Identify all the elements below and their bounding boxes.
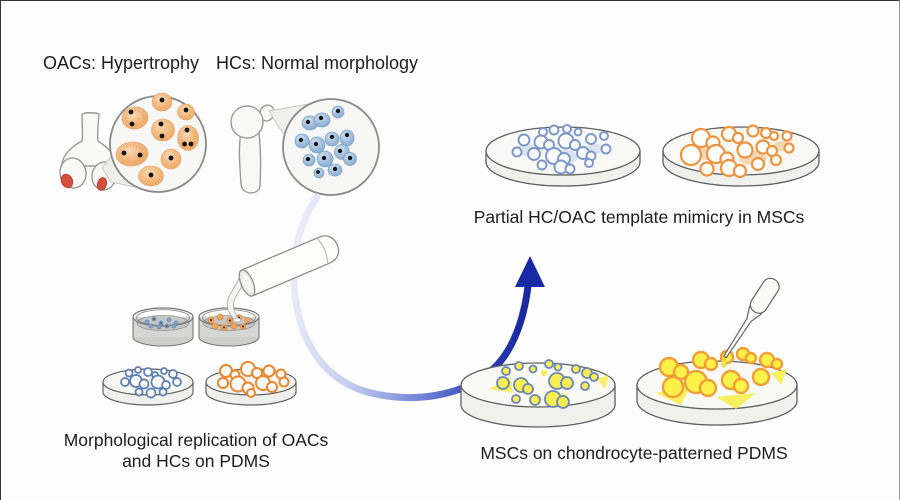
cell-nuclei	[298, 108, 353, 174]
oa-joint-icon	[59, 112, 117, 191]
cartilage-lesion-icon	[60, 173, 108, 191]
pouring-tube-icon	[238, 235, 340, 297]
cell-nuclei	[121, 97, 194, 178]
pdms-dish-oac-icon	[205, 361, 297, 406]
msc-induced-dish-icon	[636, 346, 798, 426]
pipette-icon	[721, 277, 780, 368]
title-oac-label: OACs: Hypertrophy	[43, 53, 200, 73]
mimicry-dish-hc-icon	[485, 124, 641, 187]
pdms-dish-hc-icon	[102, 366, 194, 406]
msc-patterned-dish-icon	[460, 359, 616, 428]
title-hc-label: HCs: Normal morphology	[216, 53, 419, 73]
caption-replication-line1: Morphological replication of OACs	[63, 430, 329, 450]
liquid-dish-oac-icon	[198, 307, 260, 347]
mimicry-dish-oac-icon	[662, 124, 820, 187]
normal-joint-icon	[230, 104, 275, 194]
caption-mimicry: Partial HC/OAC template mimicry in MSCs	[473, 207, 805, 227]
caption-replication-line2: and HCs on PDMS	[122, 451, 270, 471]
liquid-dish-hc-icon	[132, 307, 194, 347]
caption-replication: Morphological replication of OACs and HC…	[46, 430, 346, 472]
caption-msc-pdms: MSCs on chondrocyte-patterned PDMS	[480, 443, 788, 463]
oac-magnifier-icon	[109, 92, 207, 193]
hc-magnifier-icon	[282, 98, 380, 196]
